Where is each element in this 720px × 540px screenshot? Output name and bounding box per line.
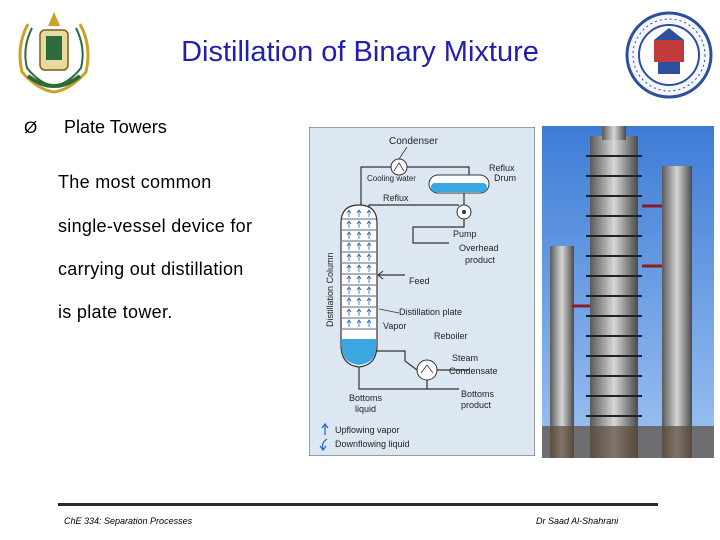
reboiler-icon (417, 360, 437, 380)
bottoms-liquid-label: Bottoms (349, 393, 383, 403)
legend-downflowing: Downflowing liquid (335, 439, 410, 449)
legend-upflowing: Upflowing vapor (335, 425, 400, 435)
bottoms-liquid-label: liquid (355, 404, 376, 414)
feed-label: Feed (409, 276, 430, 286)
body-text-line: is plate tower. (58, 302, 173, 323)
distillation-tower-photo (542, 126, 714, 458)
overhead-product-label: Overhead (459, 243, 499, 253)
reflux-drum-label: Drum (494, 173, 516, 183)
distillation-column-diagram: Condenser Cooling water Reflux Drum Refl… (309, 127, 535, 456)
bottoms-product-label: product (461, 400, 492, 410)
distillation-plate-label: Distillation plate (399, 307, 462, 317)
condenser-label: Condenser (389, 136, 439, 147)
body-text-line: single-vessel device for (58, 216, 252, 237)
body-text-line: The most common (58, 172, 212, 193)
bullet-heading: Plate Towers (64, 117, 167, 138)
reflux-drum-label: Reflux (489, 163, 515, 173)
column-label: Distillation Column (325, 252, 335, 327)
bullet-arrow-icon: Ø (24, 118, 37, 138)
body-text-line: carrying out distillation (58, 259, 244, 280)
reboiler-label: Reboiler (434, 331, 468, 341)
slide-title: Distillation of Binary Mixture (0, 36, 720, 69)
footer-course: ChE 334: Separation Processes (64, 516, 192, 526)
reflux-label: Reflux (383, 193, 409, 203)
vapor-label: Vapor (383, 321, 406, 331)
footer-author: Dr Saad Al-Shahrani (536, 516, 618, 526)
steam-label: Condensate (449, 366, 498, 376)
overhead-product-label: product (465, 255, 496, 265)
footer-divider (58, 503, 658, 506)
cooling-water-label: Cooling water (367, 174, 416, 183)
condenser-icon (391, 159, 407, 175)
steam-label: Steam (452, 353, 478, 363)
bottoms-product-label: Bottoms (461, 389, 495, 399)
pump-label: Pump (453, 229, 477, 239)
